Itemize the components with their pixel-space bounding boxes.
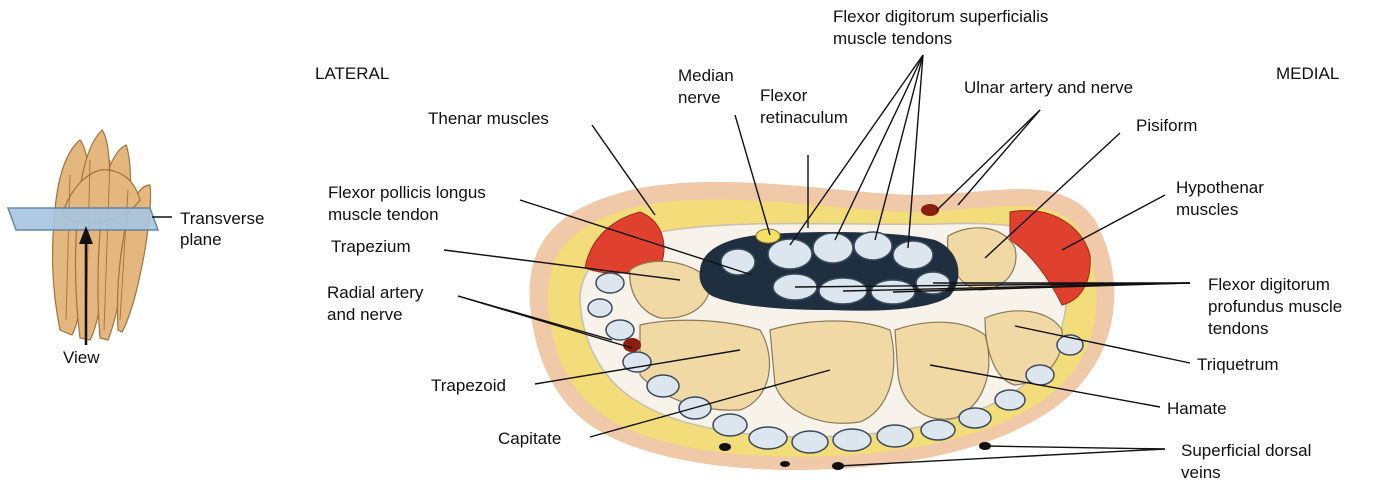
- fds-tendon: [854, 232, 892, 260]
- label-fpl: Flexor pollicis longus muscle tendon: [328, 183, 491, 224]
- label-ulnar: Ulnar artery and nerve: [964, 78, 1133, 97]
- carpal-tunnel: [700, 229, 959, 311]
- label-fdp: Flexor digitorum profundus muscle tendon…: [1208, 275, 1347, 338]
- median-nerve-structure: [756, 229, 780, 243]
- wrist-cross-section: [530, 182, 1115, 470]
- label-median-nerve: Median nerve: [678, 66, 739, 107]
- label-triquetrum: Triquetrum: [1197, 355, 1279, 374]
- plane-label: Transverse plane: [180, 209, 269, 249]
- transverse-plane: [8, 208, 158, 230]
- label-thenar: Thenar muscles: [428, 109, 549, 128]
- fds-tendon: [893, 241, 933, 269]
- label-veins: Superficial dorsal veins: [1181, 441, 1316, 482]
- view-label: View: [63, 348, 100, 367]
- label-radial: Radial artery and nerve: [327, 283, 428, 324]
- label-hamate: Hamate: [1167, 399, 1227, 418]
- dorsal-vein: [719, 443, 731, 451]
- hand-inset-illustration: [8, 130, 172, 345]
- label-pisiform: Pisiform: [1136, 116, 1197, 135]
- ulnar-artery: [921, 204, 939, 216]
- medial-label: MEDIAL: [1276, 64, 1339, 83]
- label-hypothenar: Hypothenar muscles: [1176, 178, 1269, 219]
- radial-artery: [623, 338, 641, 352]
- label-fds: Flexor digitorum superficialis muscle te…: [833, 7, 1053, 48]
- label-trapezium: Trapezium: [331, 237, 411, 256]
- dorsal-vein: [780, 461, 790, 467]
- hand-fingers: [53, 130, 151, 340]
- lateral-label: LATERAL: [315, 64, 389, 83]
- label-capitate: Capitate: [498, 429, 561, 448]
- label-flexor-retinaculum: Flexor retinaculum: [760, 86, 848, 127]
- leader-veins: [985, 446, 1165, 449]
- fds-tendon: [813, 233, 853, 263]
- label-trapezoid: Trapezoid: [431, 376, 506, 395]
- fds-tendon: [768, 239, 812, 269]
